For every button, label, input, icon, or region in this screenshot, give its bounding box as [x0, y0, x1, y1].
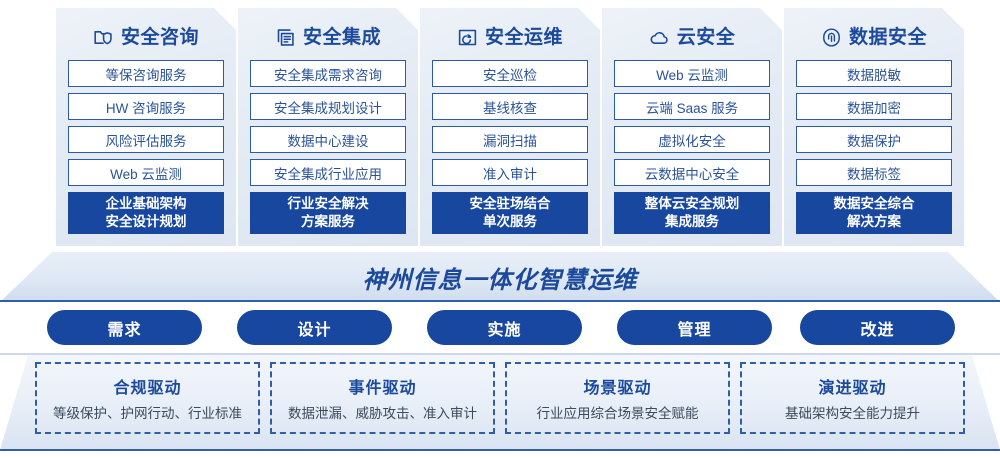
column-title: 云安全	[676, 26, 736, 48]
driver-card-evolution[interactable]: 演进驱动 基础架构安全能力提升	[740, 362, 965, 434]
stacked-documents-icon	[275, 27, 296, 48]
service-item[interactable]: 数据中心建设	[250, 126, 406, 153]
column-item-list: 安全集成需求咨询 安全集成规划设计 数据中心建设 安全集成行业应用 行业安全解决…	[238, 60, 418, 234]
service-highlight[interactable]: 企业基础架构 安全设计规划	[68, 192, 224, 234]
service-column-security-consulting: 安全咨询 等保咨询服务 HW 咨询服务 风险评估服务 Web 云监测 企业基础架…	[56, 8, 236, 246]
service-highlight-line: 行业安全解决	[287, 195, 369, 211]
service-item[interactable]: 等保咨询服务	[68, 60, 224, 87]
column-item-list: 等保咨询服务 HW 咨询服务 风险评估服务 Web 云监测 企业基础架构 安全设…	[56, 60, 236, 234]
column-item-list: Web 云监测 云端 Saas 服务 虚拟化安全 云数据中心安全 整体云安全规划…	[602, 60, 782, 234]
service-highlight[interactable]: 安全驻场结合 单次服务	[432, 192, 588, 234]
driver-title: 演进驱动	[818, 380, 887, 397]
driver-card-incident[interactable]: 事件驱动 数据泄漏、威胁攻击、准入审计	[270, 362, 495, 434]
column-title: 安全运维	[484, 26, 563, 48]
service-highlight-line: 数据安全综合	[833, 195, 915, 211]
platform-banner-title: 神州信息一体化智慧运维	[362, 266, 638, 294]
column-item-list: 安全巡检 基线核查 漏洞扫描 准入审计 安全驻场结合 单次服务	[420, 60, 600, 234]
service-highlight-line: 单次服务	[483, 214, 537, 229]
column-title: 数据安全	[848, 26, 927, 48]
service-item[interactable]: Web 云监测	[68, 159, 224, 186]
service-columns: 安全咨询 等保咨询服务 HW 咨询服务 风险评估服务 Web 云监测 企业基础架…	[0, 0, 1000, 252]
service-item[interactable]: 基线核查	[432, 93, 588, 120]
service-item[interactable]: 漏洞扫描	[432, 126, 588, 153]
column-item-list: 数据脱敏 数据加密 数据保护 数据标签 数据安全综合 解决方案	[784, 60, 964, 234]
phase-pill-design[interactable]: 设计	[237, 310, 392, 345]
service-column-cloud-security: 云安全 Web 云监测 云端 Saas 服务 虚拟化安全 云数据中心安全 整体云…	[602, 8, 782, 246]
service-highlight[interactable]: 数据安全综合 解决方案	[796, 192, 952, 234]
driver-card-scenario[interactable]: 场景驱动 行业应用综合场景安全赋能	[505, 362, 730, 434]
driver-description: 等级保护、护网行动、行业标准	[53, 406, 242, 421]
service-item[interactable]: 数据保护	[796, 126, 952, 153]
column-title: 安全集成	[302, 26, 381, 48]
column-header: 安全运维	[420, 14, 600, 60]
service-highlight-line: 方案服务	[301, 214, 355, 229]
driver-title: 场景驱动	[583, 380, 652, 397]
column-header: 云安全	[602, 14, 782, 60]
service-highlight-line: 安全驻场结合	[469, 195, 551, 211]
service-item[interactable]: 云数据中心安全	[614, 159, 770, 186]
service-highlight-line: 整体云安全规划	[644, 195, 740, 211]
drivers-bottom-rule	[0, 449, 1000, 451]
drivers-top-rule	[0, 353, 1000, 355]
service-item[interactable]: 准入审计	[432, 159, 588, 186]
service-highlight-line: 安全设计规划	[105, 214, 187, 229]
service-item[interactable]: 安全集成规划设计	[250, 93, 406, 120]
service-highlight[interactable]: 行业安全解决 方案服务	[250, 192, 406, 234]
service-item[interactable]: 安全集成需求咨询	[250, 60, 406, 87]
column-title: 安全咨询	[120, 26, 199, 48]
phase-pill-implementation[interactable]: 实施	[427, 310, 582, 345]
service-item[interactable]: 安全集成行业应用	[250, 159, 406, 186]
service-column-data-security: 数据安全 数据脱敏 数据加密 数据保护 数据标签 数据安全综合 解决方案	[784, 8, 964, 246]
service-column-security-integration: 安全集成 安全集成需求咨询 安全集成规划设计 数据中心建设 安全集成行业应用 行…	[238, 8, 418, 246]
service-item[interactable]: Web 云监测	[614, 60, 770, 87]
driver-card-compliance[interactable]: 合规驱动 等级保护、护网行动、行业标准	[35, 362, 260, 434]
phase-pill-management[interactable]: 管理	[617, 310, 772, 345]
service-column-security-operations: 安全运维 安全巡检 基线核查 漏洞扫描 准入审计 安全驻场结合 单次服务	[420, 8, 600, 246]
driver-title: 合规驱动	[113, 380, 182, 397]
service-item[interactable]: 云端 Saas 服务	[614, 93, 770, 120]
phase-pill-requirements[interactable]: 需求	[47, 310, 202, 345]
lifecycle-phases: 需求 设计 实施 管理 改进	[0, 310, 1000, 348]
service-item[interactable]: 风险评估服务	[68, 126, 224, 153]
banner-bottom-rule	[0, 300, 1000, 302]
platform-banner: 神州信息一体化智慧运维	[0, 252, 1000, 302]
fingerprint-icon	[821, 27, 842, 48]
column-header: 数据安全	[784, 14, 964, 60]
driver-title: 事件驱动	[348, 380, 417, 397]
service-item[interactable]: 数据加密	[796, 93, 952, 120]
driver-description: 数据泄漏、威胁攻击、准入审计	[288, 406, 477, 421]
service-item[interactable]: 安全巡检	[432, 60, 588, 87]
drivers-panel	[0, 355, 1000, 450]
service-highlight-line: 企业基础架构	[105, 195, 187, 211]
column-header: 安全集成	[238, 14, 418, 60]
service-item[interactable]: 虚拟化安全	[614, 126, 770, 153]
phase-pill-improvement[interactable]: 改进	[800, 310, 955, 345]
service-highlight-line: 解决方案	[847, 214, 901, 229]
service-item[interactable]: HW 咨询服务	[68, 93, 224, 120]
service-highlight-line: 集成服务	[665, 214, 719, 229]
driver-description: 行业应用综合场景安全赋能	[536, 406, 699, 421]
cloud-icon	[649, 27, 670, 48]
column-header: 安全咨询	[56, 14, 236, 60]
drivers-list: 合规驱动 等级保护、护网行动、行业标准 事件驱动 数据泄漏、威胁攻击、准入审计 …	[0, 362, 1000, 434]
service-highlight[interactable]: 整体云安全规划 集成服务	[614, 192, 770, 234]
monitor-chart-icon	[457, 27, 478, 48]
service-item[interactable]: 数据标签	[796, 159, 952, 186]
service-item[interactable]: 数据脱敏	[796, 60, 952, 87]
driver-description: 基础架构安全能力提升	[785, 406, 920, 421]
folder-shield-icon	[93, 27, 114, 48]
